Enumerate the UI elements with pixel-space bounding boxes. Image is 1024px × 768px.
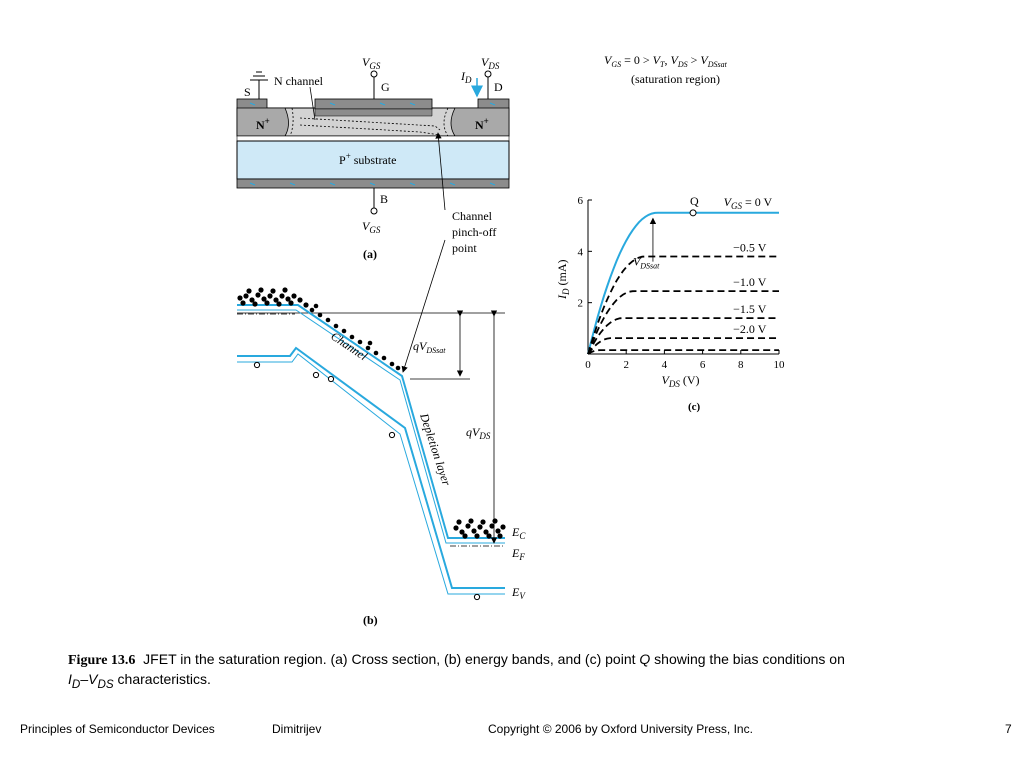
- iv-curve-series-3: [587, 317, 779, 355]
- panel-a-label: (a): [363, 247, 377, 261]
- ev-label: EV: [511, 585, 526, 601]
- curve-label-0: VGS = 0 V: [724, 195, 773, 211]
- ef-label: EF: [511, 546, 525, 562]
- drain-terminal-icon: [484, 70, 492, 78]
- electron-cluster-right: [453, 518, 506, 539]
- pinch-off-line-1: Channel: [452, 209, 493, 223]
- ec-label: EC: [511, 525, 526, 541]
- channel-label: Channel: [328, 329, 370, 364]
- x-tick-label: 8: [738, 359, 744, 371]
- iv-curve-series-4: [587, 337, 779, 355]
- electron-cluster-left: [237, 287, 309, 308]
- vds-top-label: VDS: [481, 55, 500, 71]
- vdssat-label: VDSsat: [633, 254, 660, 270]
- pinch-off-line-2: pinch-off: [452, 225, 496, 239]
- valence-band-edge: [237, 346, 505, 589]
- iv-curve-series-1: [587, 255, 779, 355]
- body-contact: [236, 178, 510, 189]
- footer-page-number: 7: [1005, 722, 1012, 736]
- figure-number: Figure 13.6: [68, 653, 136, 668]
- panel-a-cross-section: VGS G VDS ID D S N channel N+ N+ P+ subs…: [236, 55, 510, 373]
- x-axis-label: VDS (V): [662, 373, 700, 389]
- caption-dash: –: [80, 671, 89, 687]
- vgs-top-label: VGS: [362, 55, 381, 71]
- conduction-band-edge: [237, 304, 505, 539]
- bias-condition-line-2: (saturation region): [631, 72, 720, 86]
- vgs-bottom-label: VGS: [362, 219, 381, 235]
- n-plus-left-label: N+: [256, 116, 270, 132]
- panel-c-label: (c): [688, 401, 701, 413]
- gate-terminal-icon: [370, 70, 378, 78]
- id-label: ID: [460, 69, 472, 85]
- x-tick-label: 4: [662, 359, 668, 371]
- footer-copyright: Copyright © 2006 by Oxford University Pr…: [488, 722, 753, 736]
- valence-band-edge-inner: [237, 353, 505, 595]
- q-vdssat-label: qVDSsat: [413, 339, 446, 355]
- iv-curve-series-5: [587, 349, 779, 355]
- curve-label-1: −0.5 V: [733, 240, 767, 254]
- panel-b-energy-bands: Channel Depletion layer qVDSsat qVDS EC …: [237, 287, 526, 627]
- n-channel-label: N channel: [274, 74, 324, 88]
- electron-channel: [309, 303, 401, 371]
- panel-b-label: (b): [363, 613, 378, 627]
- g-label: G: [381, 80, 390, 94]
- x-tick-label: 0: [585, 359, 591, 371]
- bias-condition-line-1: VGS = 0 > VT, VDS > VDSsat: [604, 53, 728, 69]
- y-tick-label: 2: [578, 298, 584, 310]
- caption-text-1: JFET in the saturation region. (a) Cross…: [135, 651, 640, 667]
- conduction-band-edge-inner: [237, 309, 505, 544]
- caption-id: ID: [68, 671, 81, 691]
- substrate-label: P+ substrate: [339, 151, 396, 167]
- body-terminal-icon: [370, 207, 378, 215]
- s-label: S: [244, 85, 251, 99]
- x-tick-label: 6: [700, 359, 706, 371]
- panel-c-iv-chart: VGS = 0 > VT, VDS > VDSsat (saturation r…: [555, 53, 785, 413]
- footer-book-title: Principles of Semiconductor Devices: [20, 722, 215, 736]
- iv-curve-series-0: [587, 211, 779, 355]
- caption-q: Q: [639, 651, 651, 667]
- q-point-label: Q: [690, 194, 699, 208]
- pinch-off-line-3: point: [452, 241, 477, 255]
- b-label: B: [380, 192, 388, 206]
- hole-markers: [253, 361, 481, 601]
- caption-text-3: characteristics.: [113, 671, 211, 687]
- caption-text-2: showing the bias conditions on: [650, 651, 849, 667]
- caption-vds: VDS: [88, 671, 114, 691]
- d-label: D: [494, 80, 503, 94]
- x-tick-label: 10: [774, 359, 786, 371]
- slide-footer: Principles of Semiconductor Devices Dimi…: [0, 722, 1024, 742]
- curve-label-4: −2.0 V: [733, 322, 767, 336]
- curve-label-2: −1.0 V: [733, 275, 767, 289]
- curve-label-3: −1.5 V: [733, 302, 767, 316]
- y-tick-label: 6: [578, 195, 584, 207]
- x-tick-label: 2: [623, 359, 629, 371]
- y-axis-label: ID (mA): [555, 260, 571, 301]
- figure-caption: Figure 13.6 JFET in the saturation regio…: [68, 650, 968, 694]
- q-vds-label: qVDS: [466, 425, 491, 441]
- footer-author: Dimitrijev: [272, 722, 322, 736]
- n-plus-right-label: N+: [475, 116, 489, 132]
- y-tick-label: 4: [578, 246, 584, 258]
- q-point-marker: [689, 209, 697, 217]
